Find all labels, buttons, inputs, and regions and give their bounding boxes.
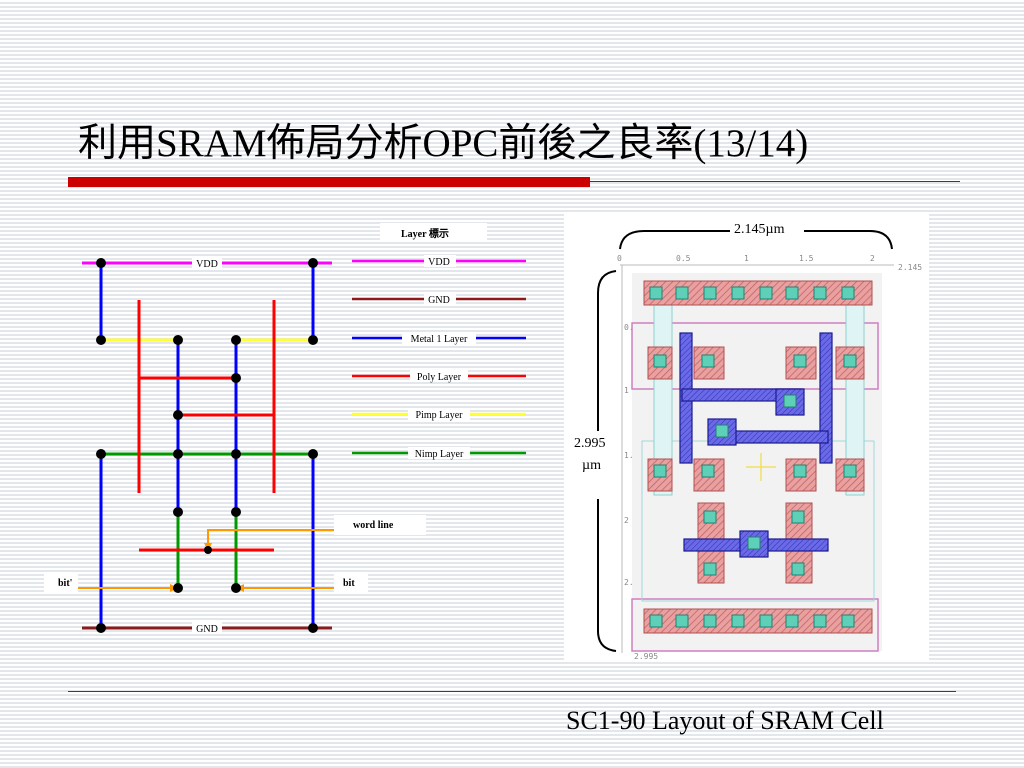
svg-text:0: 0 xyxy=(617,254,622,263)
height-dimension: 2.995 µm xyxy=(574,270,617,652)
vdd-net-label: VDD xyxy=(196,259,218,270)
title-underline-bar xyxy=(68,177,590,187)
svg-text:1: 1 xyxy=(744,254,749,263)
legend-item-pimp: Pimp Layer xyxy=(416,410,464,421)
contact-squares xyxy=(649,286,857,628)
legend-title: Layer 標示 xyxy=(401,227,449,240)
slide-title: 利用SRAM佈局分析OPC前後之良率(13/14) xyxy=(78,122,809,165)
footer-divider xyxy=(68,691,956,692)
svg-text:2.5: 2.5 xyxy=(624,578,639,587)
gnd-net-label: GND xyxy=(196,624,218,635)
svg-text:0.5: 0.5 xyxy=(676,254,691,263)
ruler-x: 0 0.5 1 1.5 2 2.145 xyxy=(617,254,922,272)
center-crosshair xyxy=(746,453,776,481)
svg-text:1: 1 xyxy=(624,386,629,395)
legend-item-metal1: Metal 1 Layer xyxy=(411,334,468,345)
word-line-label: word line xyxy=(353,520,394,531)
svg-text:1.5: 1.5 xyxy=(799,254,814,263)
svg-text:2: 2 xyxy=(870,254,875,263)
legend-item-nimp: Nimp Layer xyxy=(415,449,464,460)
title-underline-line xyxy=(590,181,960,182)
sram-schematic-diagram: VDD GND word line bit' bit Layer 標示 VDD … xyxy=(44,223,526,635)
svg-text:2.995: 2.995 xyxy=(574,436,606,451)
sram-layout-image: 2.145µm 0 0.5 1 1.5 2 2.145 2.995 µm 0.5… xyxy=(564,213,929,661)
schematic-nodes xyxy=(96,258,318,633)
legend-item-vdd: VDD xyxy=(428,257,450,268)
svg-text:2.145: 2.145 xyxy=(898,263,922,272)
metal-poly-structures xyxy=(679,332,833,558)
layer-legend: Layer 標示 VDD GND Metal 1 Layer Poly Laye… xyxy=(352,223,526,460)
bit-bar-label: bit' xyxy=(58,578,73,589)
bit-label: bit xyxy=(343,578,355,589)
svg-text:µm: µm xyxy=(582,458,601,473)
figure-caption: SC1-90 Layout of SRAM Cell xyxy=(566,706,884,735)
svg-text:2.145µm: 2.145µm xyxy=(734,222,785,237)
svg-text:2: 2 xyxy=(624,516,629,525)
word-line-connector xyxy=(207,529,352,550)
svg-text:2.995: 2.995 xyxy=(634,652,658,661)
svg-text:1.5: 1.5 xyxy=(624,451,639,460)
width-dimension: 2.145µm xyxy=(619,222,893,250)
legend-item-gnd: GND xyxy=(428,295,450,306)
via-contacts xyxy=(715,394,797,550)
legend-item-poly: Poly Layer xyxy=(417,372,462,383)
